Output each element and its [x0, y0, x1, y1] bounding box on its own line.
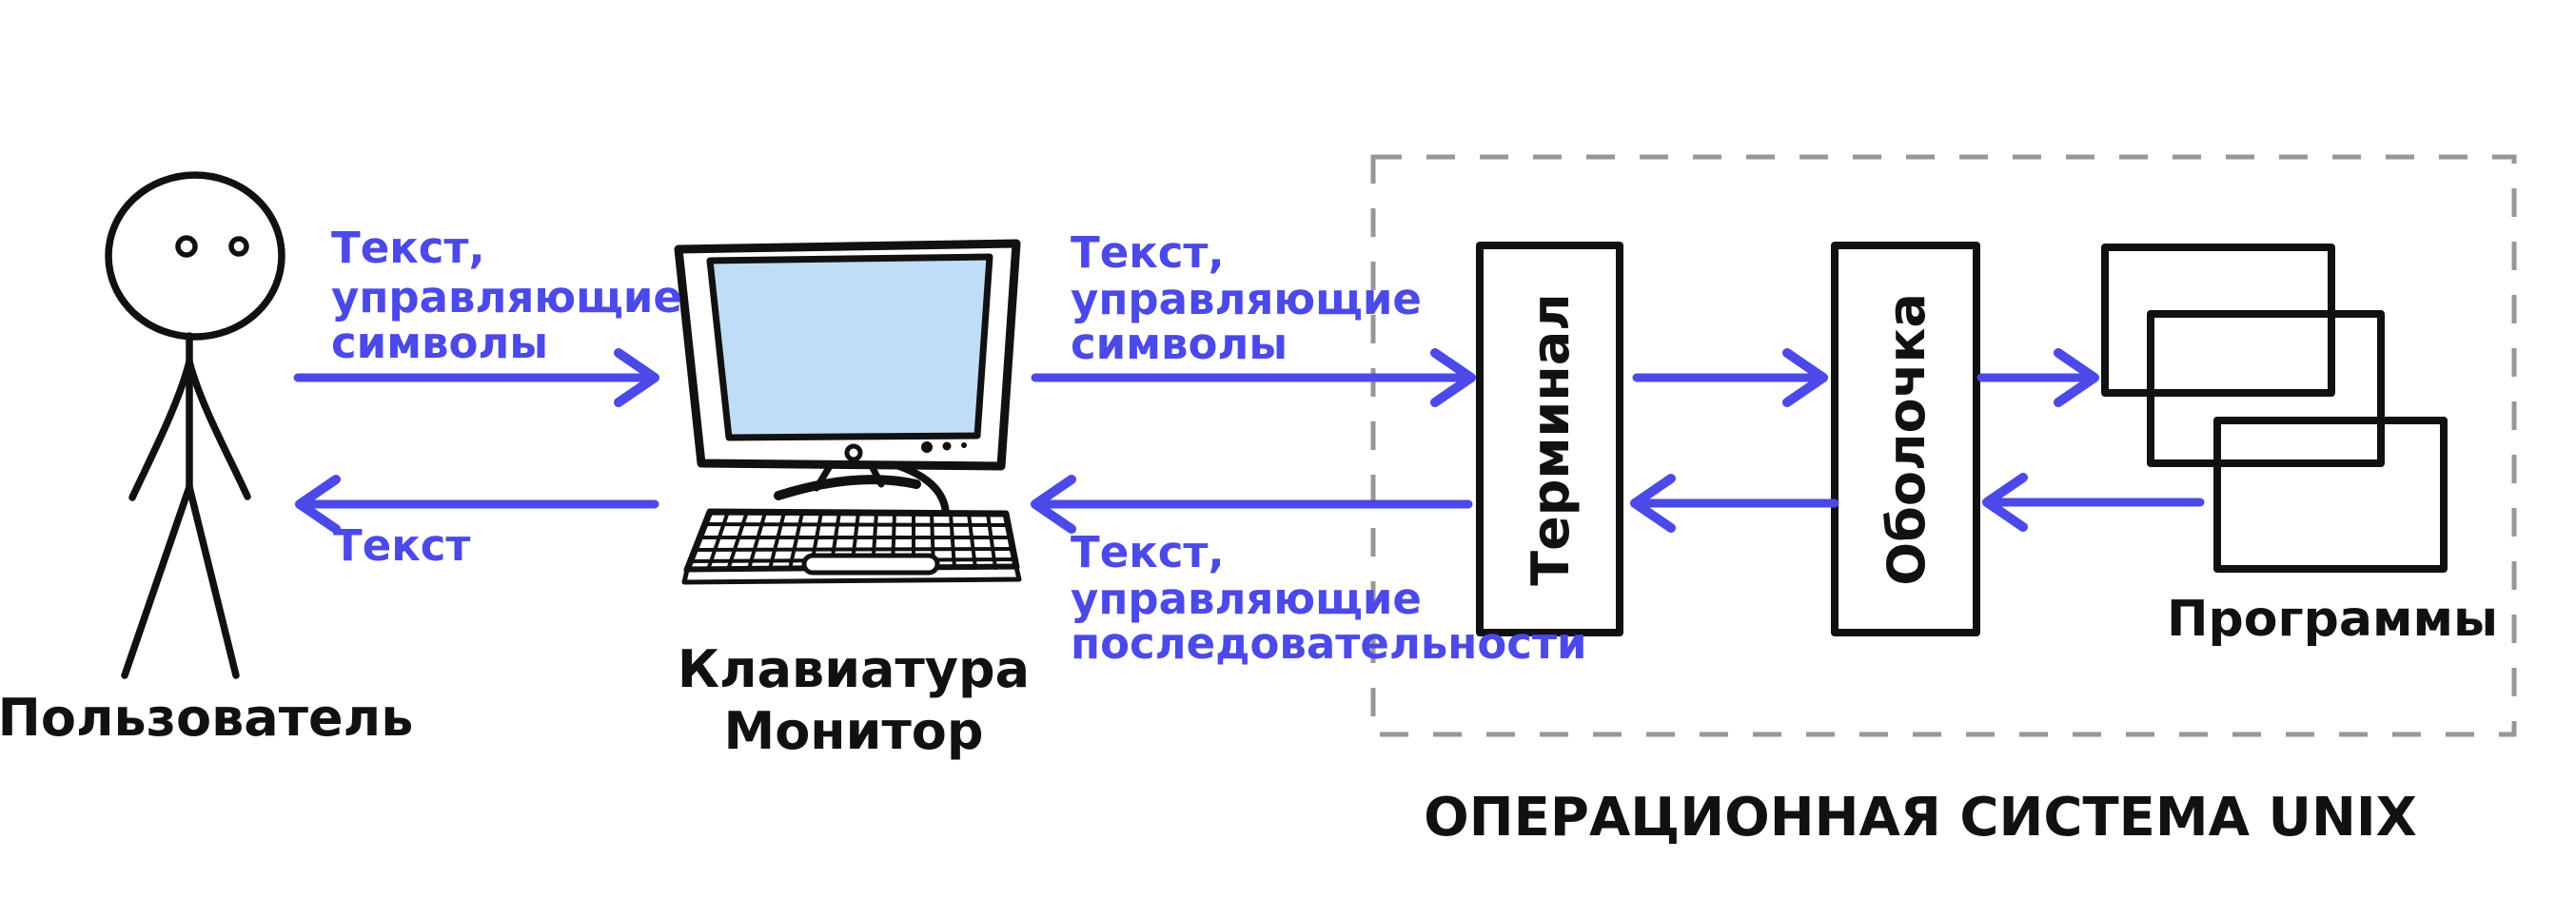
- terminal-box: [1476, 242, 1623, 636]
- monitor-stand-arm: [893, 461, 950, 518]
- flow-line: Текст,: [331, 223, 485, 273]
- monitor-indicator-dot: [921, 441, 933, 453]
- flow-line: управляющие: [331, 272, 682, 322]
- terminal-label: Терминал: [1521, 293, 1581, 585]
- arrow-terminal-to-computer: [1031, 475, 1473, 534]
- user-label: Пользователь: [0, 688, 413, 748]
- user-right-leg: [186, 483, 240, 679]
- flow-line: символы: [1071, 319, 1288, 369]
- flow-line: символы: [331, 318, 548, 368]
- shell-label: Оболочка: [1877, 293, 1937, 586]
- arrow-user-to-computer: [293, 348, 659, 407]
- os-label: ОПЕРАЦИОННАЯ СИСТЕМА UNIX: [1424, 787, 2417, 849]
- flow-line: последовательности: [1071, 618, 1587, 669]
- flow-label-computer-to-user: Текст: [333, 520, 471, 571]
- program-window-1: [2101, 244, 2335, 397]
- computer-illustration-icon: [674, 239, 1022, 585]
- keyboard-spacebar: [801, 553, 940, 576]
- user-head: [105, 171, 285, 341]
- user-figure-icon: [105, 171, 285, 679]
- shell-box: [1831, 242, 1980, 636]
- arrow-terminal-to-shell: [1632, 348, 1828, 407]
- monitor-indicator-dot: [942, 441, 952, 451]
- user-left-arm: [128, 358, 193, 501]
- monitor-screen: [706, 253, 993, 441]
- monitor-power-button: [844, 443, 863, 462]
- os-boundary: [1370, 154, 2517, 737]
- programs-label: Программы: [2167, 591, 2498, 648]
- user-left-eye: [175, 235, 198, 258]
- user-right-eye: [228, 236, 249, 257]
- program-windows: [2101, 244, 2448, 573]
- flow-label-user-to-computer: Текст, управляющие символы: [331, 223, 682, 368]
- flow-line: Текст,: [1071, 527, 1225, 577]
- program-window-3: [2213, 417, 2448, 573]
- monitor-stand-base: [774, 475, 921, 500]
- user-left-leg: [121, 483, 193, 679]
- arrow-shell-to-programs: [1976, 348, 2099, 407]
- arrow-shell-to-terminal: [1630, 474, 1839, 533]
- program-window-2: [2147, 310, 2385, 467]
- flow-label-computer-to-terminal: Текст, управляющие символы: [1071, 227, 1422, 369]
- monitor-indicator-dot: [961, 442, 967, 448]
- computer-label-line2: Монитор: [723, 701, 983, 761]
- flow-line: Текст,: [1071, 227, 1225, 278]
- arrow-computer-to-user: [295, 475, 659, 534]
- flow-label-terminal-to-computer: Текст, управляющие последовательности: [1071, 527, 1587, 669]
- flow-line: управляющие: [1071, 274, 1422, 324]
- user-right-arm: [186, 358, 251, 500]
- arrow-computer-to-terminal: [1031, 348, 1476, 407]
- flow-line: управляющие: [1071, 574, 1422, 624]
- computer-label-line1: Клавиатура: [678, 639, 1030, 699]
- flow-line: Текст: [333, 520, 471, 571]
- arrow-programs-to-shell: [1982, 473, 2205, 532]
